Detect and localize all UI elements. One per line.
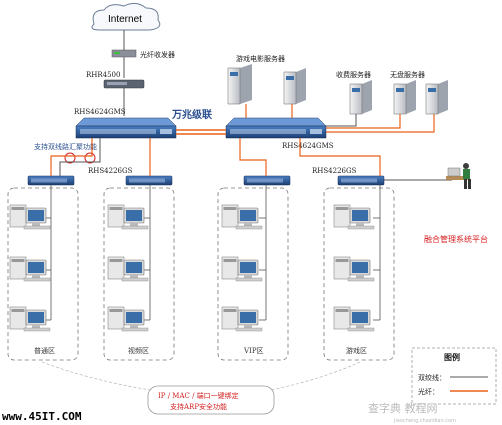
legend-title: 图例	[444, 352, 460, 362]
zone-box-1	[7, 187, 79, 361]
link-billing-server	[326, 114, 357, 127]
link-10g-label: 万兆级联	[171, 108, 212, 121]
core-switch-left-icon	[75, 117, 177, 139]
zone-links	[44, 185, 381, 321]
zone-box-3	[217, 187, 289, 361]
dual-link-marker-2	[84, 152, 96, 164]
internet-label: Internet	[108, 14, 142, 25]
legend-box	[411, 347, 497, 405]
agg-switch-2-icon	[125, 175, 173, 186]
link-core-agg-3	[239, 138, 267, 176]
link-core-agg-1b	[59, 138, 101, 176]
diskless-server-1-icon	[393, 80, 416, 115]
agg-switch-1-icon	[27, 175, 75, 186]
core-switch-right-label: RHS4624GMS	[282, 142, 334, 150]
watermark-right: 查字典 教程网	[368, 401, 438, 415]
game-movie-server-1-icon	[227, 64, 252, 105]
core-switch-right-icon	[225, 117, 327, 139]
watermark-right-sub: jiaocheng.chazidian.com	[393, 418, 456, 424]
mgmt-platform-label: 融合管理系统平台	[424, 234, 488, 244]
zone-label-1: 普通区	[34, 346, 55, 355]
link-core-agg-4	[299, 138, 381, 176]
zone-label-2: 视频区	[128, 346, 149, 355]
zone-box-2	[103, 187, 175, 361]
agg-switch-2-label: RHS4226GS	[312, 167, 357, 175]
agg-switch-4-icon	[337, 175, 385, 186]
internet-cloud-icon	[91, 2, 161, 31]
feature-note-line2: 支持ARP安全功能	[170, 402, 227, 411]
callout-line-1	[41, 361, 151, 391]
management-workstation-icon	[446, 163, 471, 189]
optical-transceiver-icon	[111, 49, 137, 58]
zone-label-4: 游戏区	[346, 346, 367, 355]
router-label: RHR4500	[86, 71, 120, 79]
agg-switch-1-label: RHS4226GS	[88, 167, 133, 175]
zone-box-4	[323, 187, 395, 361]
diskless-server-2-icon	[425, 80, 448, 115]
diskless-server-label: 无盘服务器	[390, 70, 425, 79]
pc-icons	[9, 204, 375, 332]
legend-fiber-label: 光纤：	[418, 387, 439, 396]
billing-server-icon	[349, 80, 372, 115]
core-switch-left-label: RHS4624GMS	[74, 108, 126, 116]
link-diskless-server-2	[326, 114, 435, 133]
dual-link-marker-1	[64, 152, 76, 164]
legend-twisted-pair-label: 双绞线：	[418, 373, 446, 382]
dual-link-label: 支持双线路汇聚功能	[34, 142, 97, 151]
link-core-agg-1	[50, 138, 93, 176]
billing-server-label: 收费服务器	[336, 70, 371, 79]
optical-transceiver-label: 光纤收发器	[140, 50, 175, 59]
router-icon	[103, 79, 145, 89]
watermark-left: www.45IT.COM	[2, 410, 82, 423]
feature-note-line1: IP / MAC / 端口一键绑定	[158, 391, 239, 400]
agg-switch-3-icon	[243, 175, 291, 186]
game-movie-server-label: 游戏电影服务器	[236, 54, 285, 63]
feature-callout-box	[147, 385, 275, 415]
callout-line-2	[269, 361, 361, 391]
zone-label-3: VIP区	[243, 347, 264, 355]
link-diskless-server-1	[326, 114, 401, 129]
game-movie-server-2-icon	[283, 68, 306, 105]
